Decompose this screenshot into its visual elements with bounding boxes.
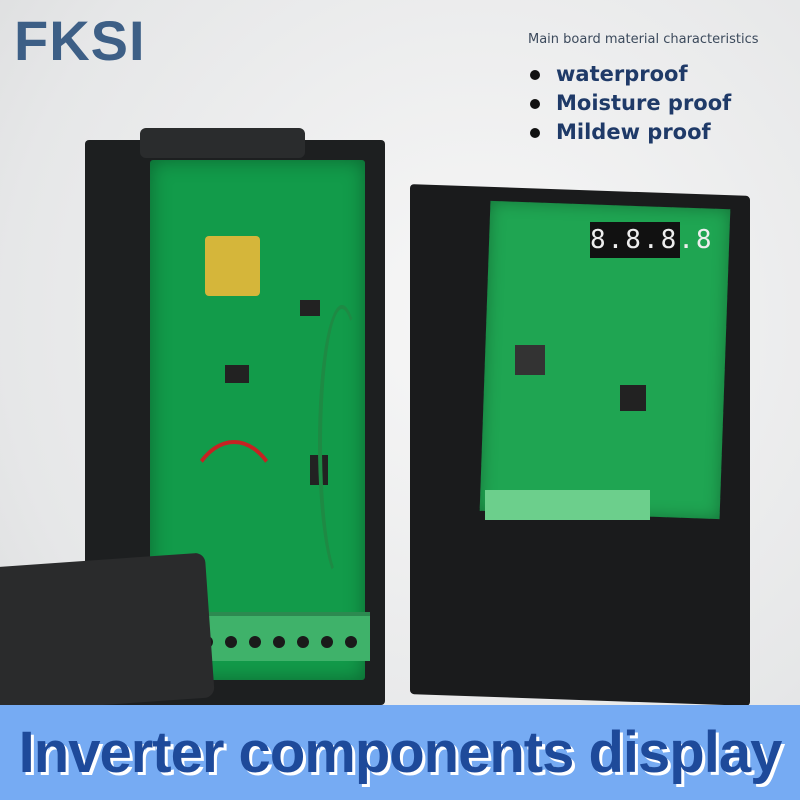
feature-item: waterproof [530, 60, 731, 89]
transformer [205, 236, 260, 296]
terminal-screw [273, 636, 285, 648]
bullet-icon [530, 98, 540, 109]
banner: Inverter components display [0, 705, 800, 800]
led-display: 8.8.8.8 [590, 222, 712, 258]
chip [300, 300, 320, 316]
bullet-icon [530, 127, 540, 138]
green-wire [318, 305, 366, 583]
rj45-port [515, 345, 545, 375]
feature-item: Mildew proof [530, 118, 731, 147]
features-list: waterproof Moisture proof Mildew proof [530, 60, 731, 147]
feature-label: waterproof [556, 62, 688, 86]
feature-item: Moisture proof [530, 89, 731, 118]
chip [620, 385, 646, 411]
red-wire [180, 440, 288, 618]
chip [225, 365, 249, 383]
terminal-screw [321, 636, 333, 648]
features-title: Main board material characteristics [528, 32, 759, 47]
feature-label: Moisture proof [556, 91, 732, 115]
cooling-fan [140, 128, 305, 158]
inverter-cover [0, 552, 215, 713]
terminal-screw [225, 636, 237, 648]
brand-logo: FKSI [14, 9, 146, 72]
terminal-screw [249, 636, 261, 648]
feature-label: Mildew proof [556, 120, 711, 144]
terminal-screw [297, 636, 309, 648]
terminal-screw [345, 636, 357, 648]
bullet-icon [530, 69, 540, 80]
terminal-block-right [485, 490, 650, 520]
banner-title: Inverter components display [18, 720, 783, 785]
